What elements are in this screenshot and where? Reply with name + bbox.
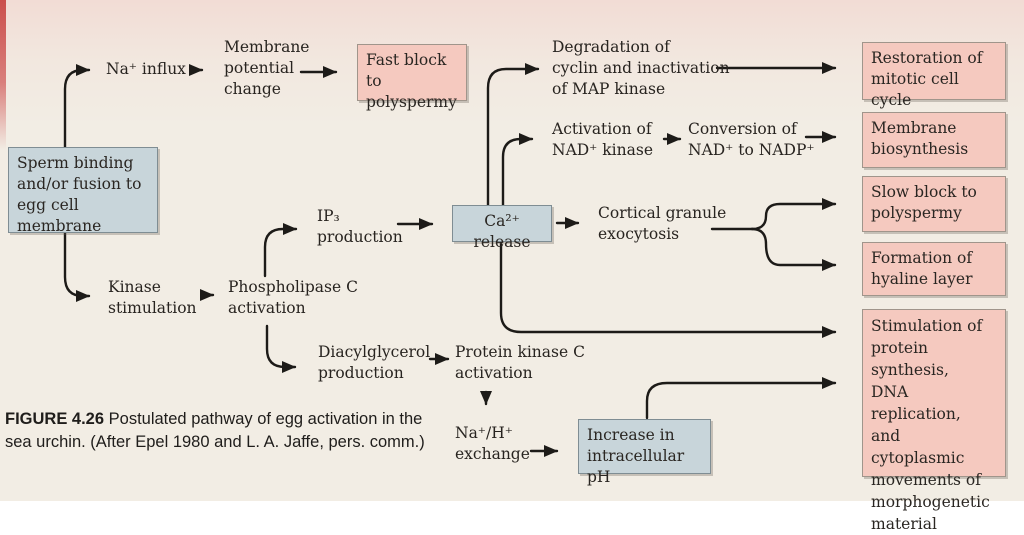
node-kinase-stimulation: Kinase stimulation [108, 278, 197, 317]
node-stimulation-protein-synthesis: Stimulation of protein synthesis, DNA re… [862, 309, 1006, 533]
node-increase-intracellular-ph: Increase in intracellular pH [578, 419, 711, 486]
arrow-sperm-to-na-influx [63, 64, 91, 149]
arrow-phospholipase-to-diacylglycerol [265, 324, 297, 373]
page-edge-artifact [0, 0, 6, 150]
node-degradation-cyclin: Degradation of cyclin and inactivation o… [552, 38, 730, 98]
arrow-phospholipase-to-ip3 [263, 223, 298, 278]
node-na-influx: Na⁺ influx [106, 60, 186, 78]
node-restoration-mitotic-cycle: Restoration of mitotic cell cycle [862, 42, 1006, 109]
node-activation-nad-kinase: Activation of NAD⁺ kinase [552, 120, 653, 159]
arrow-ca-to-stimulation [499, 241, 837, 338]
node-ca-release: Ca²⁺ release [452, 205, 552, 251]
node-formation-hyaline-layer: Formation of hyaline layer [862, 242, 1006, 296]
node-conversion-nad-nadp: Conversion of NAD⁺ to NADP⁺ [688, 120, 815, 159]
node-cortical-granule-exocytosis: Cortical granule exocytosis [598, 204, 727, 243]
node-protein-kinase-c-activation: Protein kinase C activation [455, 343, 585, 382]
arrow-cortical-to-hyaline [750, 227, 837, 271]
arrow-ca-to-nad-activation [501, 133, 534, 207]
node-membrane-potential-change: Membrane potential change [224, 38, 310, 98]
node-sperm-binding: Sperm binding and/or fusion to egg cell … [8, 147, 158, 235]
node-membrane-biosynthesis: Membrane biosynthesis [862, 112, 1006, 168]
arrow-cortical-to-slow-block [750, 198, 837, 231]
node-phospholipase-c-activation: Phospholipase C activation [228, 278, 358, 317]
figure-caption-text: Postulated pathway of egg activation in … [5, 410, 425, 451]
node-fast-block-polyspermy: Fast block to polyspermy [357, 44, 467, 111]
arrow-increase-ph-to-stimulation [645, 377, 837, 420]
arrow-sperm-to-kinase-stimulation [63, 231, 91, 302]
connector-arrows [63, 62, 837, 457]
arrow-ca-to-degradation [486, 63, 540, 207]
figure-caption: FIGURE 4.26 Postulated pathway of egg ac… [5, 408, 457, 454]
node-na-h-exchange: Na⁺/H⁺ exchange [455, 424, 530, 463]
node-slow-block-polyspermy: Slow block to polyspermy [862, 176, 1006, 232]
figure-caption-number: FIGURE 4.26 [5, 410, 105, 428]
node-ip3-production: IP₃ production [317, 207, 403, 246]
node-diacylglycerol-production: Diacylglycerol production [318, 343, 431, 382]
